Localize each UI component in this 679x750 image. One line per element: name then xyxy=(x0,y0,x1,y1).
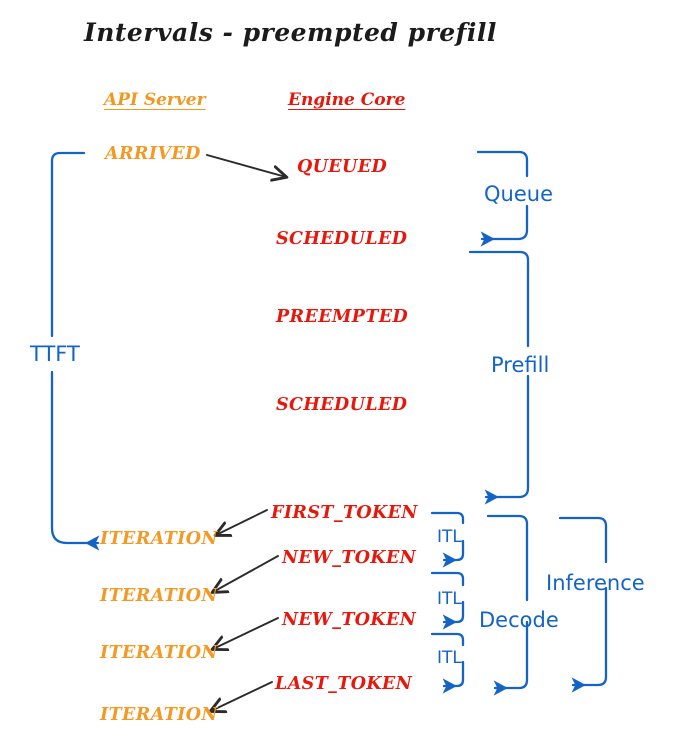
api-event-iteration-1: ITERATION xyxy=(100,529,218,549)
interval-label-itl-2: ITL xyxy=(437,589,462,609)
arrow-last-token-to-iteration xyxy=(211,681,273,711)
interval-label-queue: Queue xyxy=(484,182,553,206)
interval-label-decode: Decode xyxy=(479,608,559,632)
column-header-api-server: API Server xyxy=(104,90,206,110)
api-event-arrived: ARRIVED xyxy=(105,144,201,164)
diagram-title: Intervals - preempted prefill xyxy=(84,18,497,47)
engine-event-last-token: LAST_TOKEN xyxy=(275,674,413,694)
bracket-inference xyxy=(558,516,608,693)
arrow-new-token-1-to-iteration xyxy=(213,555,279,592)
interval-label-ttft: TTFT xyxy=(30,342,80,366)
bracket-decode xyxy=(486,514,529,696)
arrow-arrived-to-queued xyxy=(206,154,286,177)
interval-label-inference: Inference xyxy=(546,571,645,595)
api-event-iteration-2: ITERATION xyxy=(100,586,218,606)
engine-event-new-token-1: NEW_TOKEN xyxy=(282,548,417,568)
arrow-first-token-to-iteration xyxy=(216,509,268,535)
engine-event-scheduled-2: SCHEDULED xyxy=(276,395,408,415)
column-header-engine-core: Engine Core xyxy=(288,90,406,110)
engine-event-new-token-2: NEW_TOKEN xyxy=(282,610,417,630)
engine-event-queued: QUEUED xyxy=(297,157,388,177)
interval-label-itl-3: ITL xyxy=(437,648,462,668)
interval-label-prefill: Prefill xyxy=(491,353,550,377)
api-event-iteration-3: ITERATION xyxy=(100,643,218,663)
engine-event-scheduled-1: SCHEDULED xyxy=(276,229,408,249)
api-event-iteration-4: ITERATION xyxy=(100,705,218,725)
arrow-new-token-2-to-iteration xyxy=(213,617,279,649)
engine-event-first-token: FIRST_TOKEN xyxy=(271,503,418,523)
interval-label-itl-1: ITL xyxy=(437,527,462,547)
engine-event-preempted: PREEMPTED xyxy=(276,307,409,327)
